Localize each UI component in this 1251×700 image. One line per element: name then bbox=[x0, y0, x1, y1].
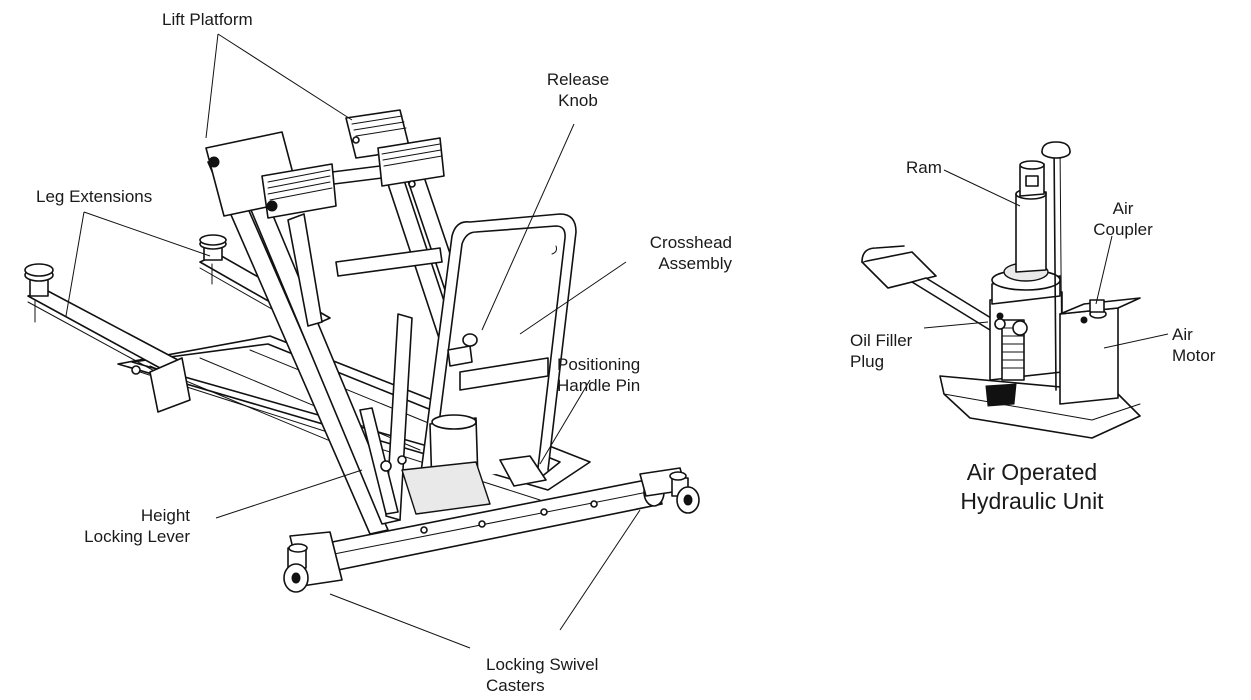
label-ram: Ram bbox=[906, 158, 942, 177]
label-positioning-line2: Handle Pin bbox=[557, 376, 641, 395]
lift-table-illustration bbox=[24, 109, 700, 593]
positioning-handle bbox=[419, 213, 577, 481]
label-crosshead-line1: Crosshead bbox=[649, 233, 732, 252]
crosshead-assembly bbox=[447, 333, 549, 391]
label-crosshead-line2: Assembly bbox=[658, 254, 732, 273]
caption-line1: Air Operated bbox=[966, 459, 1098, 485]
label-release-knob-line2: Knob bbox=[558, 91, 598, 110]
label-height-line1: Height bbox=[140, 506, 190, 525]
label-casters-line2: Casters bbox=[486, 676, 545, 695]
air-motor-box bbox=[1059, 297, 1141, 405]
label-crosshead-assembly: Crosshead Assembly bbox=[610, 232, 732, 274]
label-release-knob-line1: Release bbox=[546, 70, 610, 89]
label-height-line2: Locking Lever bbox=[84, 527, 190, 546]
label-locking-swivel-casters: Locking Swivel Casters bbox=[486, 654, 598, 696]
label-air-coupler-line1: Air bbox=[1112, 199, 1134, 218]
leader-lines bbox=[65, 33, 1169, 649]
foot-pedal bbox=[861, 245, 1005, 331]
caption-line2: Hydraulic Unit bbox=[960, 488, 1104, 514]
label-air-motor: Air Motor bbox=[1172, 324, 1215, 366]
label-air-coupler-line2: Coupler bbox=[1093, 220, 1153, 239]
label-air-coupler: Air Coupler bbox=[1088, 198, 1158, 240]
label-air-motor-line1: Air bbox=[1172, 325, 1193, 344]
hydraulic-center bbox=[380, 414, 547, 515]
caption-air-operated-hydraulic-unit: Air Operated Hydraulic Unit bbox=[932, 458, 1132, 516]
label-positioning-handle-pin: Positioning Handle Pin bbox=[557, 354, 640, 396]
caster-right bbox=[639, 467, 700, 514]
label-oil-filler-line1: Oil Filler bbox=[850, 331, 913, 350]
label-air-motor-line2: Motor bbox=[1172, 346, 1216, 365]
label-casters-line1: Locking Swivel bbox=[486, 655, 599, 674]
label-oil-filler-line2: Plug bbox=[850, 352, 885, 371]
caster-left bbox=[283, 543, 309, 593]
label-lift-platform: Lift Platform bbox=[162, 10, 253, 29]
leg-extension-front bbox=[24, 263, 191, 413]
label-oil-filler-plug: Oil Filler Plug bbox=[850, 330, 912, 372]
ram-cylinder bbox=[1015, 160, 1047, 273]
label-height-locking-lever: Height Locking Lever bbox=[70, 505, 190, 547]
air-hydraulic-unit-illustration bbox=[861, 141, 1141, 439]
label-leg-extensions: Leg Extensions bbox=[36, 187, 153, 206]
lift-platform-saddles bbox=[205, 109, 445, 219]
pump-spring bbox=[985, 312, 1028, 407]
label-positioning-line1: Positioning bbox=[557, 355, 641, 374]
release-rod bbox=[1041, 141, 1071, 391]
label-release-knob: Release Knob bbox=[538, 69, 618, 111]
